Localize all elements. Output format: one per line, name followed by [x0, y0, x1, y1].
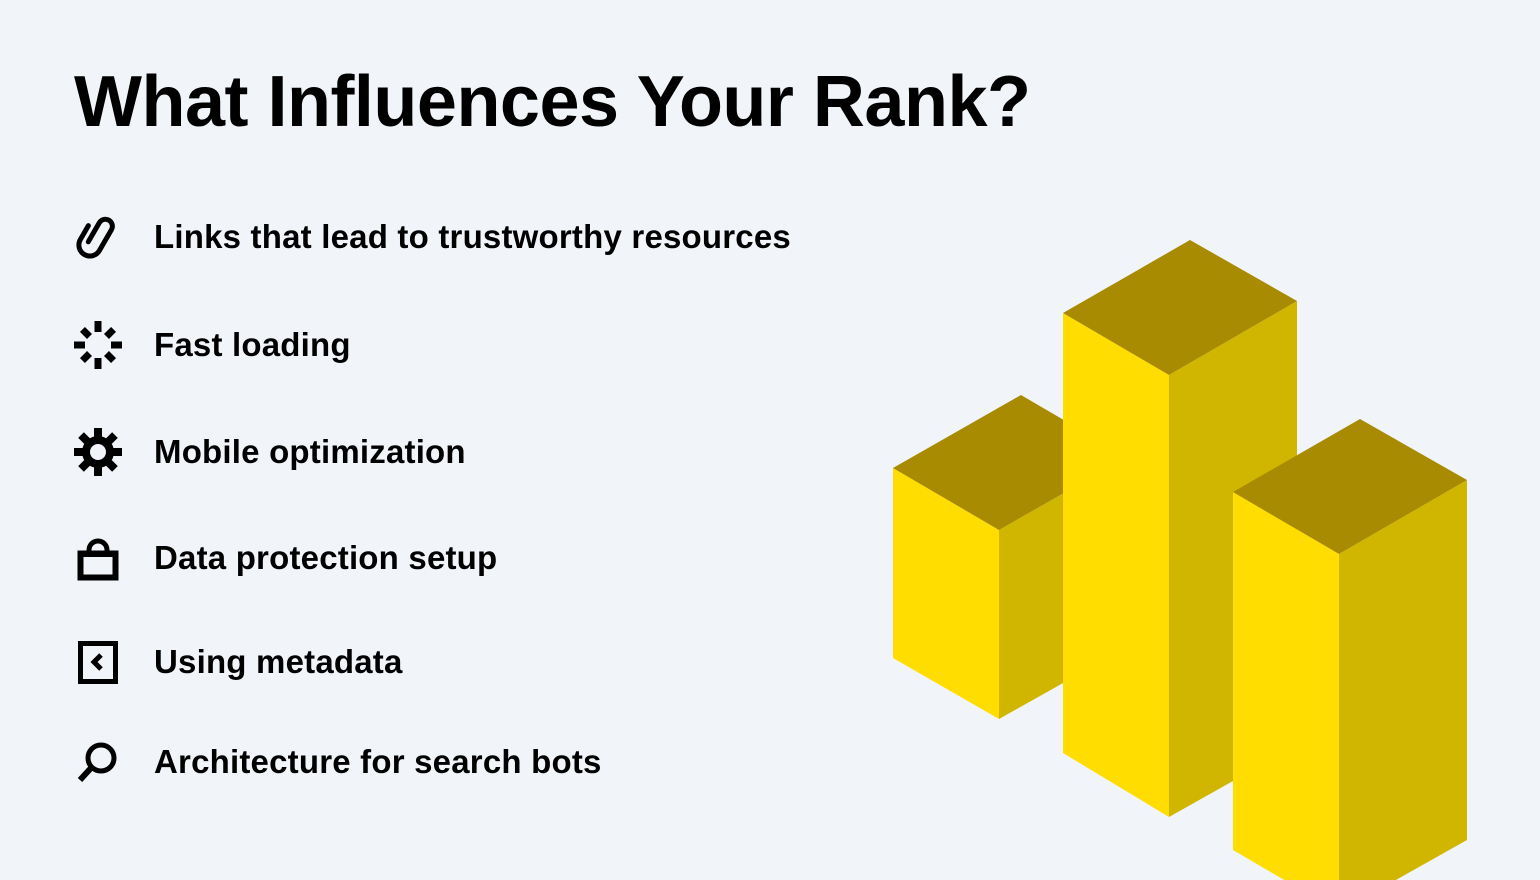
list-item-architecture: Architecture for search bots: [72, 737, 602, 787]
bar-short-left: [893, 395, 1127, 719]
paperclip-icon: [72, 212, 124, 262]
list-item-mobile-optimization: Mobile optimization: [72, 427, 466, 477]
list-item-label: Data protection setup: [154, 539, 498, 576]
list-item-label: Using metadata: [154, 643, 403, 680]
list-item-label: Architecture for search bots: [154, 743, 602, 780]
list-item-fast-loading: Fast loading: [72, 320, 351, 370]
list-item-label: Mobile optimization: [154, 433, 466, 470]
list-item-metadata: Using metadata: [72, 637, 403, 687]
bar-tall-middle: [1063, 240, 1297, 817]
loading-spinner-icon: [72, 320, 124, 370]
gear-icon: [72, 427, 124, 477]
list-item-data-protection: Data protection setup: [72, 533, 497, 583]
bar-medium-right: [1233, 419, 1467, 880]
list-item-label: Links that lead to trustworthy resources: [154, 218, 791, 255]
list-item-links: Links that lead to trustworthy resources: [72, 212, 791, 262]
code-bracket-icon: [72, 637, 124, 687]
list-item-label: Fast loading: [154, 326, 351, 363]
lock-icon: [72, 533, 124, 583]
page-title: What Influences Your Rank?: [74, 62, 1031, 142]
search-icon: [72, 737, 124, 787]
